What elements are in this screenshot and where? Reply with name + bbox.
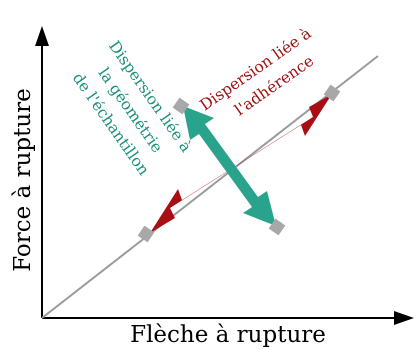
adhesion-dispersion-arrow <box>150 94 332 233</box>
marker-bottom-right <box>268 218 286 236</box>
geometry-dispersion-arrow <box>183 106 276 226</box>
x-axis-arrow-icon <box>394 311 414 325</box>
marker-bottom-left <box>137 225 155 243</box>
y-axis-arrow-icon <box>35 26 49 46</box>
marker-top-right <box>323 84 341 102</box>
x-axis-label: Flèche à rupture <box>130 322 326 348</box>
y-axis-label: Force à rupture <box>10 88 36 272</box>
adhesion-dispersion-label: Dispersion liée à l'adhérence <box>197 24 318 119</box>
marker-top-left <box>172 97 190 115</box>
geometry-dispersion-label: Dispersion liée à la géométrie de l'écha… <box>69 38 195 179</box>
